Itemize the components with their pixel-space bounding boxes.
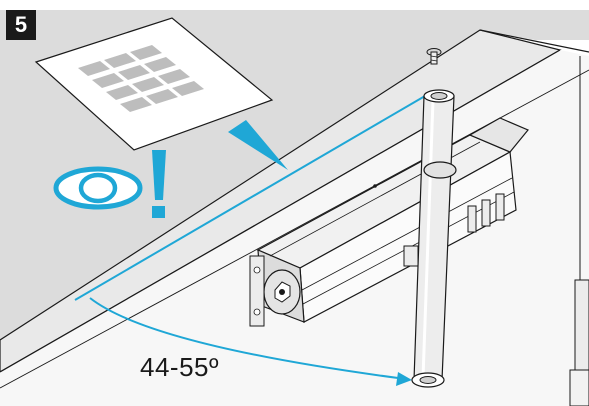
closer-bracket [249,255,265,327]
closer-valve-1 [467,205,477,233]
arm-pivot [423,161,457,179]
alignment-line [74,95,426,301]
closer-valve-3 [495,193,505,221]
screw-icon [426,48,442,65]
template-pointer-arrow [228,120,288,170]
closer-right-mount [468,117,529,153]
frame-edge-line-2 [479,29,589,53]
eye-icon [53,166,143,210]
door-hinge-part [574,279,589,381]
drilling-template-icon [34,17,274,151]
door-hinge-lower [569,369,589,406]
template-cells [78,45,204,112]
opening-angle-label: 44-55º [140,352,219,382]
closer-valve-2 [481,199,491,227]
closer-arm [411,89,457,388]
exclamation-icon [152,150,166,218]
angle-arrowhead [396,372,412,386]
angle-arc-line [89,297,399,379]
closer-foot [403,245,419,267]
step-number-badge: 5 [6,10,36,40]
frame-edge-line [0,49,561,373]
